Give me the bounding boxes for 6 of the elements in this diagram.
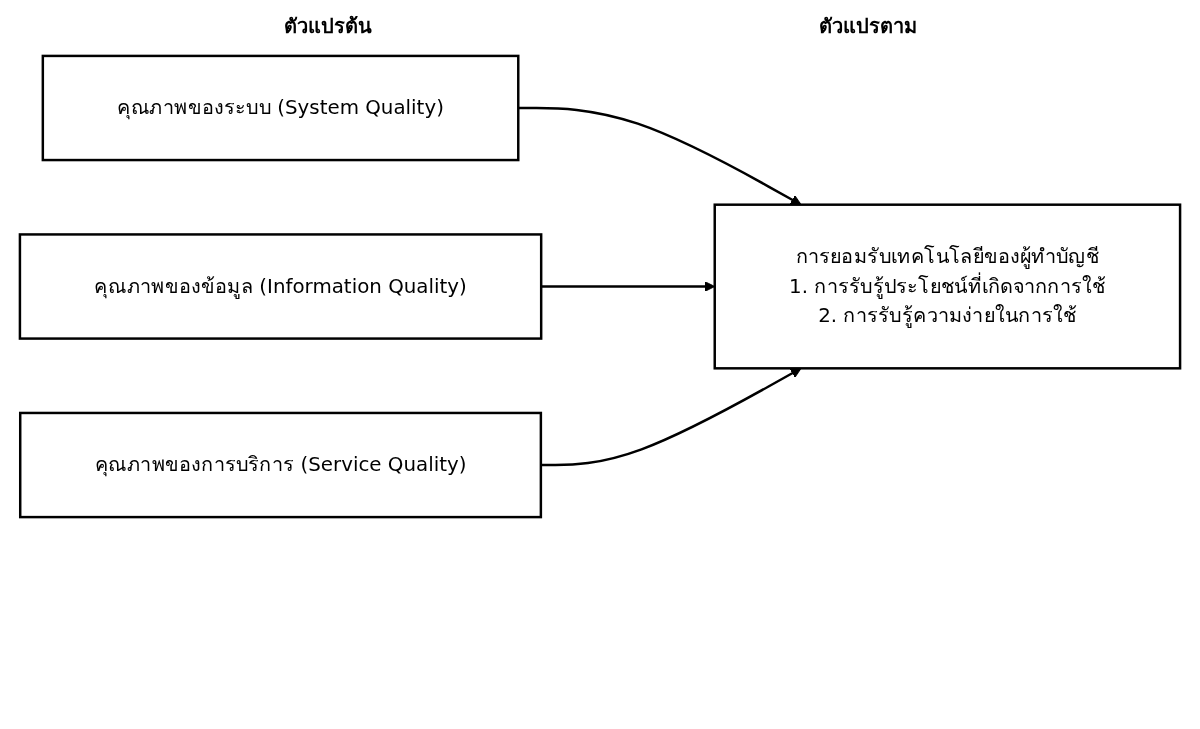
- node-box: การยอมรับเทคโนโลยีของผู้ทำบัญชี 1. การรับรู้ประโยชน์ที่เกิดจากการใช้ 2. การรับรู้ความง่ายในการใช้: [713, 203, 1182, 370]
- node-box: คุณภาพของระบบ (System Quality): [41, 54, 520, 162]
- column-heading: ตัวแปรตาม: [818, 13, 917, 40]
- column-heading: ตัวแปรต้น: [283, 13, 372, 40]
- node-box: คุณภาพของการบริการ (Service Quality): [19, 411, 543, 519]
- node-box: คุณภาพของข้อมูล (Information Quality): [18, 233, 543, 340]
